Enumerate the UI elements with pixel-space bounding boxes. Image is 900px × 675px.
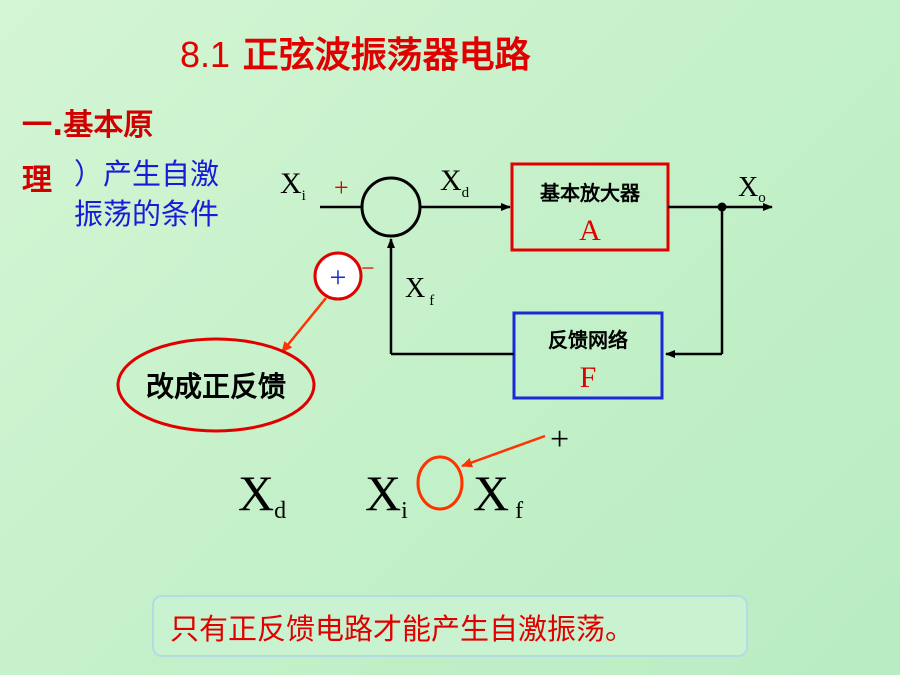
page-title: 8.1 正弦波振荡器电路	[180, 26, 531, 78]
callout-text: 改成正反馈	[146, 370, 286, 403]
subsection-heading: ）产生自激 振荡的条件	[74, 154, 219, 234]
equation-operator-plus: +	[550, 421, 569, 458]
difference-label: Xd	[440, 164, 470, 201]
summing-junction	[360, 176, 422, 238]
feedback-network-symbol: F	[580, 361, 597, 394]
callout-arrow	[281, 297, 327, 353]
subsection-line-1: ）产生自激	[74, 157, 220, 191]
feedback-block	[512, 311, 664, 400]
callout-plus-sign: +	[330, 261, 347, 294]
callout-minus-sign: −	[361, 256, 375, 282]
input-label: Xi	[280, 167, 306, 204]
equation-lhs: Xd	[238, 465, 286, 524]
equation-operator-arrow	[461, 434, 546, 468]
title-number: 8.1	[180, 34, 231, 75]
section-heading: 一.基本原	[22, 108, 154, 143]
conclusion-text: 只有正反馈电路才能产生自激振荡。	[170, 612, 635, 646]
callout-ellipse	[116, 337, 316, 433]
output-label: Xo	[738, 172, 766, 206]
callout-circle	[313, 251, 363, 301]
section-heading-tail: 理	[22, 163, 52, 198]
equation-term-input: Xi	[365, 465, 408, 524]
feedback-network-label: 反馈网络	[548, 328, 628, 352]
equation-operator-circle	[416, 455, 464, 511]
subsection-line-2: 振荡的条件	[74, 197, 220, 231]
title-text: 正弦波振荡器电路	[242, 35, 531, 76]
conclusion-box	[152, 595, 748, 657]
amplifier-label: 基本放大器	[540, 181, 641, 205]
amplifier-symbol: A	[579, 214, 601, 247]
input-plus-sign: +	[334, 173, 349, 202]
